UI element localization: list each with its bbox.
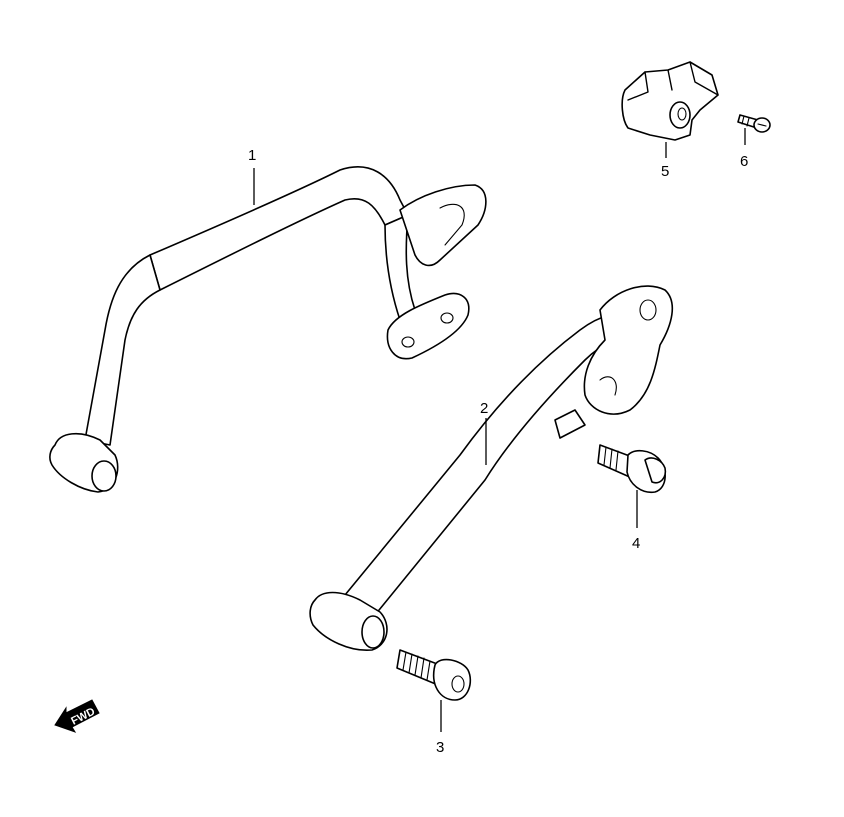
callout-1: 1 [248,147,256,164]
part-2-bracket [309,285,674,651]
callout-6: 6 [740,153,748,170]
callout-5: 5 [661,163,669,180]
callout-4: 4 [632,535,640,552]
callout-3: 3 [436,739,444,756]
part-4-bolt [597,444,667,494]
callout-2: 2 [480,400,488,417]
part-5-clamp [621,61,719,141]
part-6-screw [737,114,771,133]
part-1-bracket [49,166,487,493]
leader-lines [253,128,746,732]
fwd-arrow-icon: FWD [54,699,100,733]
part-3-bolt [396,649,472,701]
callout-labels: 1 2 3 4 5 6 [248,147,748,756]
